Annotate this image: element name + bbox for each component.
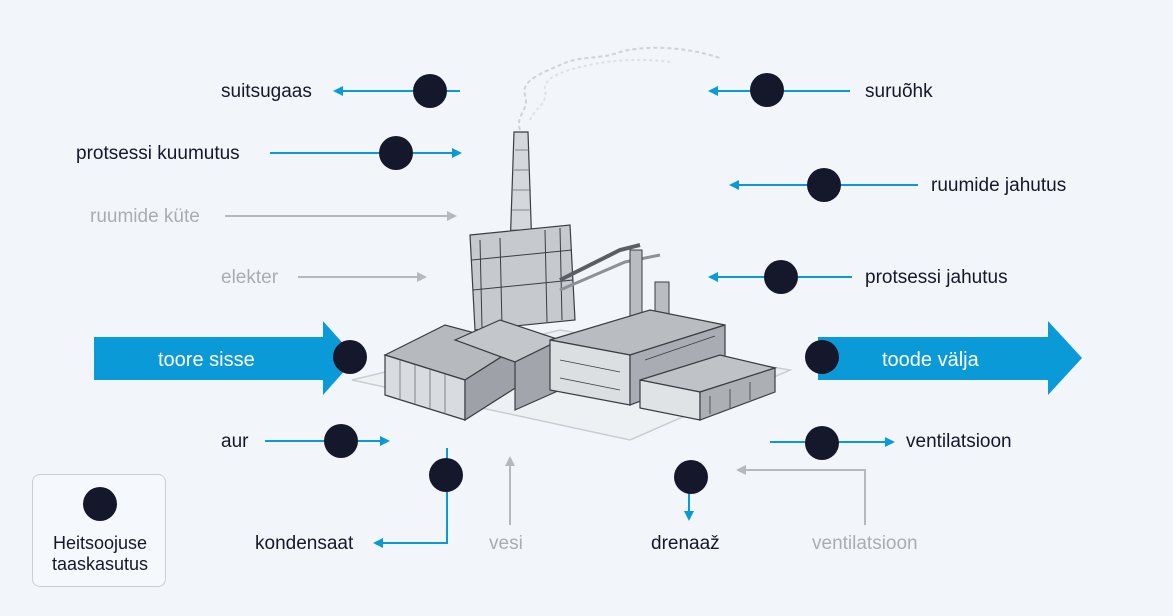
- label-ventilation-in: ventilatsioon: [812, 533, 918, 554]
- recovery-dot-drainage: [674, 460, 708, 494]
- factory-illustration: [351, 46, 793, 441]
- recovery-dot-product: [805, 340, 839, 374]
- label-drainage: drenaaž: [651, 533, 720, 554]
- label-compressed-air: suruõhk: [865, 81, 933, 102]
- recovery-dot-space-cooling: [807, 168, 841, 202]
- label-space-cooling: ruumide jahutus: [931, 175, 1067, 196]
- ventilation-in-arrow: [736, 465, 866, 525]
- recovery-dot-condensate: [429, 458, 463, 492]
- recovery-dot-ventilation-out: [805, 426, 839, 460]
- label-condensate: kondensaat: [255, 533, 354, 554]
- recovery-dot-flue-gas: [413, 74, 447, 108]
- label-raw-material: toore sisse: [158, 349, 255, 371]
- label-steam: aur: [221, 431, 249, 452]
- recovery-dot-process-heating: [379, 136, 413, 170]
- legend-dot-icon: [83, 487, 117, 521]
- recovery-dot-compressed-air: [750, 73, 784, 107]
- label-electricity: elekter: [221, 267, 279, 288]
- label-flue-gas: suitsugaas: [221, 81, 312, 102]
- legend-label: Heitsoojuse taaskasutus: [51, 533, 149, 574]
- label-product: toode välja: [882, 349, 979, 371]
- raw-material-arrow: [94, 321, 356, 395]
- label-space-heating: ruumide küte: [90, 206, 200, 227]
- recovery-dot-steam: [324, 424, 358, 458]
- label-process-heating: protsessi kuumutus: [76, 143, 240, 164]
- legend: Heitsoojuse taaskasutus: [32, 474, 166, 587]
- product-arrow: [818, 321, 1082, 395]
- label-water: vesi: [489, 533, 523, 554]
- label-ventilation-out: ventilatsioon: [906, 431, 1012, 452]
- label-process-cooling: protsessi jahutus: [865, 267, 1008, 288]
- recovery-dot-process-cooling: [764, 260, 798, 294]
- recovery-dot-raw-material: [333, 340, 367, 374]
